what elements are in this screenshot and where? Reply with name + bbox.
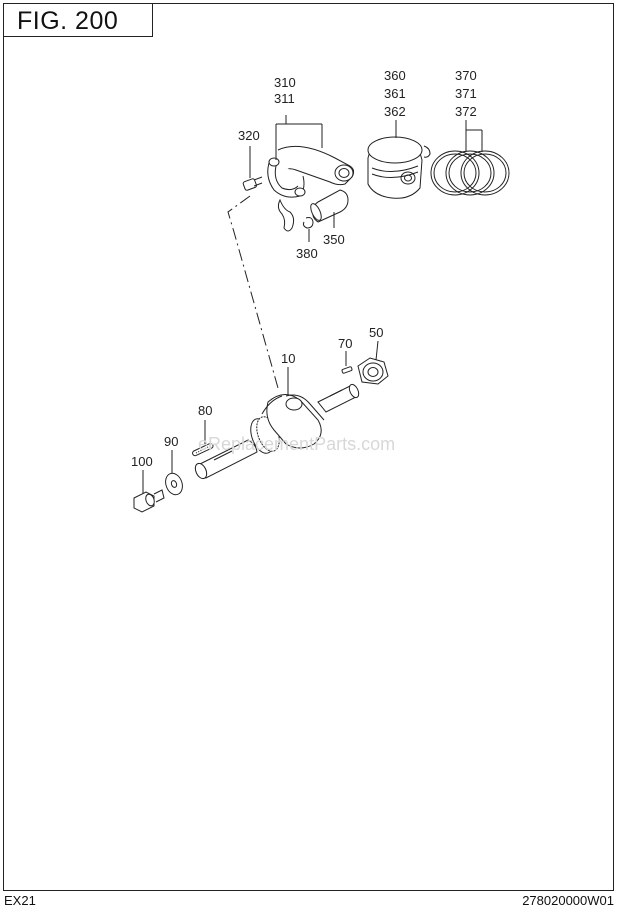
watermark: eReplacementParts.com [198, 434, 395, 454]
leader-lines [142, 115, 483, 494]
callout-90: 90 [164, 434, 178, 449]
callout-362: 362 [384, 104, 406, 119]
flange-bolt[interactable] [133, 489, 165, 513]
callout-350: 350 [323, 232, 345, 247]
crank-key[interactable] [341, 366, 353, 374]
callout-370: 370 [455, 68, 477, 83]
callout-labels: 310 311 320 360 361 362 370 371 372 380 … [131, 68, 477, 469]
callout-371: 371 [455, 86, 477, 101]
crankshaft[interactable] [193, 383, 360, 480]
callout-10: 10 [281, 351, 295, 366]
crank-gear[interactable] [357, 357, 389, 385]
rod-bolt[interactable] [242, 176, 263, 191]
callout-320: 320 [238, 128, 260, 143]
piston[interactable] [367, 136, 423, 199]
piston-rings[interactable] [430, 150, 510, 196]
callout-310: 310 [274, 75, 296, 90]
alignment-line [227, 195, 279, 389]
callout-361: 361 [384, 86, 406, 101]
callout-70: 70 [338, 336, 352, 351]
model-label: EX21 [4, 893, 36, 908]
callout-360: 360 [384, 68, 406, 83]
callout-380: 380 [296, 246, 318, 261]
washer[interactable] [163, 471, 186, 497]
drawing-code: 278020000W01 [522, 893, 614, 908]
piston-pin[interactable] [309, 189, 349, 223]
connecting-rod[interactable] [267, 145, 355, 198]
callout-311: 311 [274, 91, 295, 106]
callout-50: 50 [369, 325, 383, 340]
callout-100: 100 [131, 454, 153, 469]
pin-80[interactable] [192, 442, 214, 457]
callout-372: 372 [455, 104, 477, 119]
drawing-frame [3, 3, 614, 891]
connecting-rod-cap[interactable] [277, 198, 295, 232]
piston-clip-upper[interactable] [423, 145, 431, 158]
piston-pin-clip[interactable] [302, 217, 314, 229]
callout-80: 80 [198, 403, 212, 418]
figure-title: FIG. 200 [17, 7, 119, 35]
figure-title-box: FIG. 200 [3, 3, 153, 37]
